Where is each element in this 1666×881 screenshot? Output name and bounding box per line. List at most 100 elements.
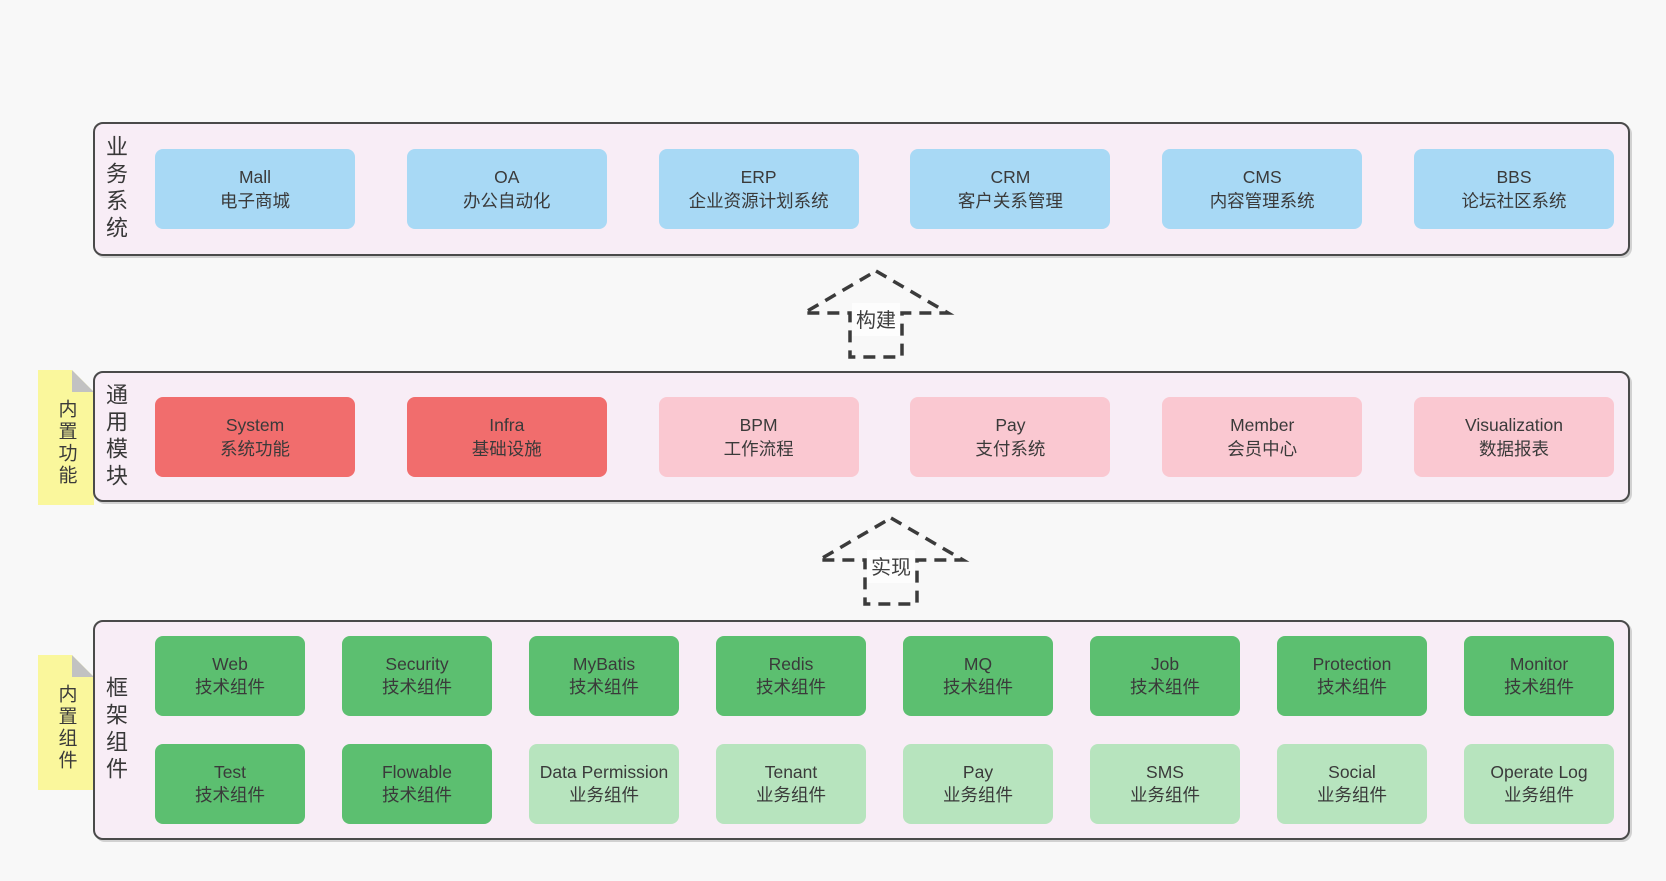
layer-label-text: 框架组件 [103,676,128,784]
arrow-build-outline [797,268,955,359]
sticky-built-in-components: 内置组件 [38,655,94,790]
box-subtitle: 技术组件 [195,785,265,805]
box-title: Visualization [1465,414,1563,435]
box-title: CRM [990,167,1031,187]
box-subtitle: 工作流程 [723,438,794,459]
arrow-label-bg [867,550,915,583]
box-title: Infra [489,414,525,435]
box-crm: CRM 客户关系管理 [910,149,1111,229]
box-subtitle: 基础设施 [471,438,542,459]
box-subtitle: 会员中心 [1227,438,1298,459]
arrow-implement: 实现 [812,515,970,606]
box-erp: ERP 企业资源计划系统 [658,149,859,229]
box-flowable: Flowable 技术组件 [342,744,492,824]
box-title: Social [1328,762,1376,782]
box-subtitle: 业务组件 [1317,785,1387,805]
box-visualization: Visualization 数据报表 [1413,396,1614,477]
box-infra: Infra 基础设施 [406,396,607,477]
layer-label-text: 通用模块 [103,382,128,491]
box-subtitle: 技术组件 [1504,677,1574,697]
box-title: Pay [962,762,994,782]
box-title: Operate Log [1490,762,1588,782]
box-subtitle: 业务组件 [1504,785,1574,805]
box-bpm: BPM 工作流程 [658,396,859,477]
box-mq: MQ 技术组件 [903,636,1053,716]
box-data-permission: Data Permission 业务组件 [529,744,679,824]
box-subtitle: 技术组件 [569,677,639,697]
box-subtitle: 数据报表 [1478,438,1549,459]
box-subtitle: 技术组件 [382,677,452,697]
box-subtitle: 业务组件 [1130,785,1200,805]
box-title: SMS [1146,762,1184,782]
box-tenant: Tenant 业务组件 [716,744,866,824]
layer-modules-label: 通用模块 [95,373,129,500]
box-title: BPM [739,414,778,435]
box-subtitle: 企业资源计划系统 [688,191,829,211]
arrow-build: 构建 [797,268,955,359]
arrow-implement-outline [812,515,970,606]
arrow-implement-label: 实现 [871,556,911,579]
box-subtitle: 支付系统 [975,438,1046,459]
box-title: ERP [740,167,777,187]
box-social: Social 业务组件 [1277,744,1427,824]
box-security: Security 技术组件 [342,636,492,716]
box-subtitle: 系统功能 [220,438,290,459]
box-title: MyBatis [572,654,636,674]
box-subtitle: 业务组件 [569,785,639,805]
layer-label-text: 业务系统 [103,135,128,243]
box-title: Security [385,654,449,674]
box-subtitle: 技术组件 [756,677,826,697]
box-title: Tenant [764,762,818,782]
box-cms: CMS 内容管理系统 [1162,149,1363,229]
box-mybatis: MyBatis 技术组件 [529,636,679,716]
box-subtitle: 内容管理系统 [1209,191,1315,211]
box-title: Web [212,654,248,674]
box-subtitle: 技术组件 [195,677,265,697]
box-subtitle: 技术组件 [1317,677,1387,697]
box-subtitle: 客户关系管理 [957,191,1063,211]
arrow-label-bg [852,303,900,336]
box-subtitle: 办公自动化 [463,191,551,211]
box-subtitle: 技术组件 [1130,677,1200,697]
box-web: Web 技术组件 [155,636,305,716]
sticky-label: 内置功能 [55,398,77,487]
box-title: Flowable [381,762,453,782]
box-subtitle: 电子商城 [220,191,290,211]
box-title: MQ [963,654,993,674]
sticky-built-in-features: 内置功能 [38,370,94,505]
box-job: Job 技术组件 [1090,636,1240,716]
box-subtitle: 技术组件 [382,785,452,805]
box-member: Member 会员中心 [1162,396,1363,477]
box-sms: SMS 业务组件 [1090,744,1240,824]
box-operate-log: Operate Log 业务组件 [1464,744,1614,824]
box-subtitle: 业务组件 [756,785,826,805]
box-title: Job [1150,654,1180,674]
layer-business-label: 业务系统 [95,124,129,254]
box-title: Data Permission [539,762,669,782]
box-subtitle: 业务组件 [943,785,1013,805]
box-title: CMS [1242,167,1282,187]
sticky-label: 内置组件 [55,683,77,772]
box-title: Member [1230,414,1295,435]
box-subtitle: 技术组件 [943,677,1013,697]
box-title: Mall [238,167,272,187]
box-mall: Mall 电子商城 [155,149,355,229]
sticky-fold-corner [72,655,94,677]
